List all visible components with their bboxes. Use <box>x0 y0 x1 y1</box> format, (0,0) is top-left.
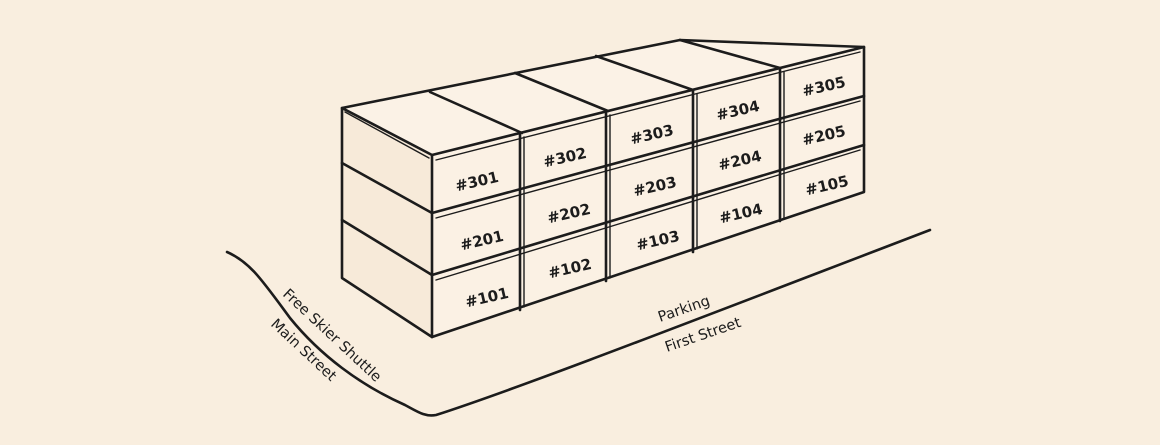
front-face <box>432 47 864 337</box>
left-side-face <box>342 108 432 337</box>
sketch-line-1 <box>435 51 861 161</box>
parking-label: Parking <box>656 293 712 326</box>
road-curb <box>225 228 932 417</box>
front-floor-line-upper <box>430 94 866 215</box>
front-floor-line-lower <box>430 143 866 277</box>
side-floor-line-upper <box>340 161 434 215</box>
side-floor-line-lower <box>340 218 434 277</box>
roof-divider-1 <box>428 90 524 135</box>
roof-divider-2 <box>513 71 610 113</box>
sketch-line-2 <box>435 100 861 219</box>
front-top-edge <box>430 45 866 157</box>
sketch-line-3 <box>435 149 861 281</box>
roof-divider-4 <box>678 38 782 70</box>
roof-face <box>342 40 864 155</box>
roof-divider-3 <box>594 54 695 92</box>
sketch-line-4 <box>344 111 430 159</box>
